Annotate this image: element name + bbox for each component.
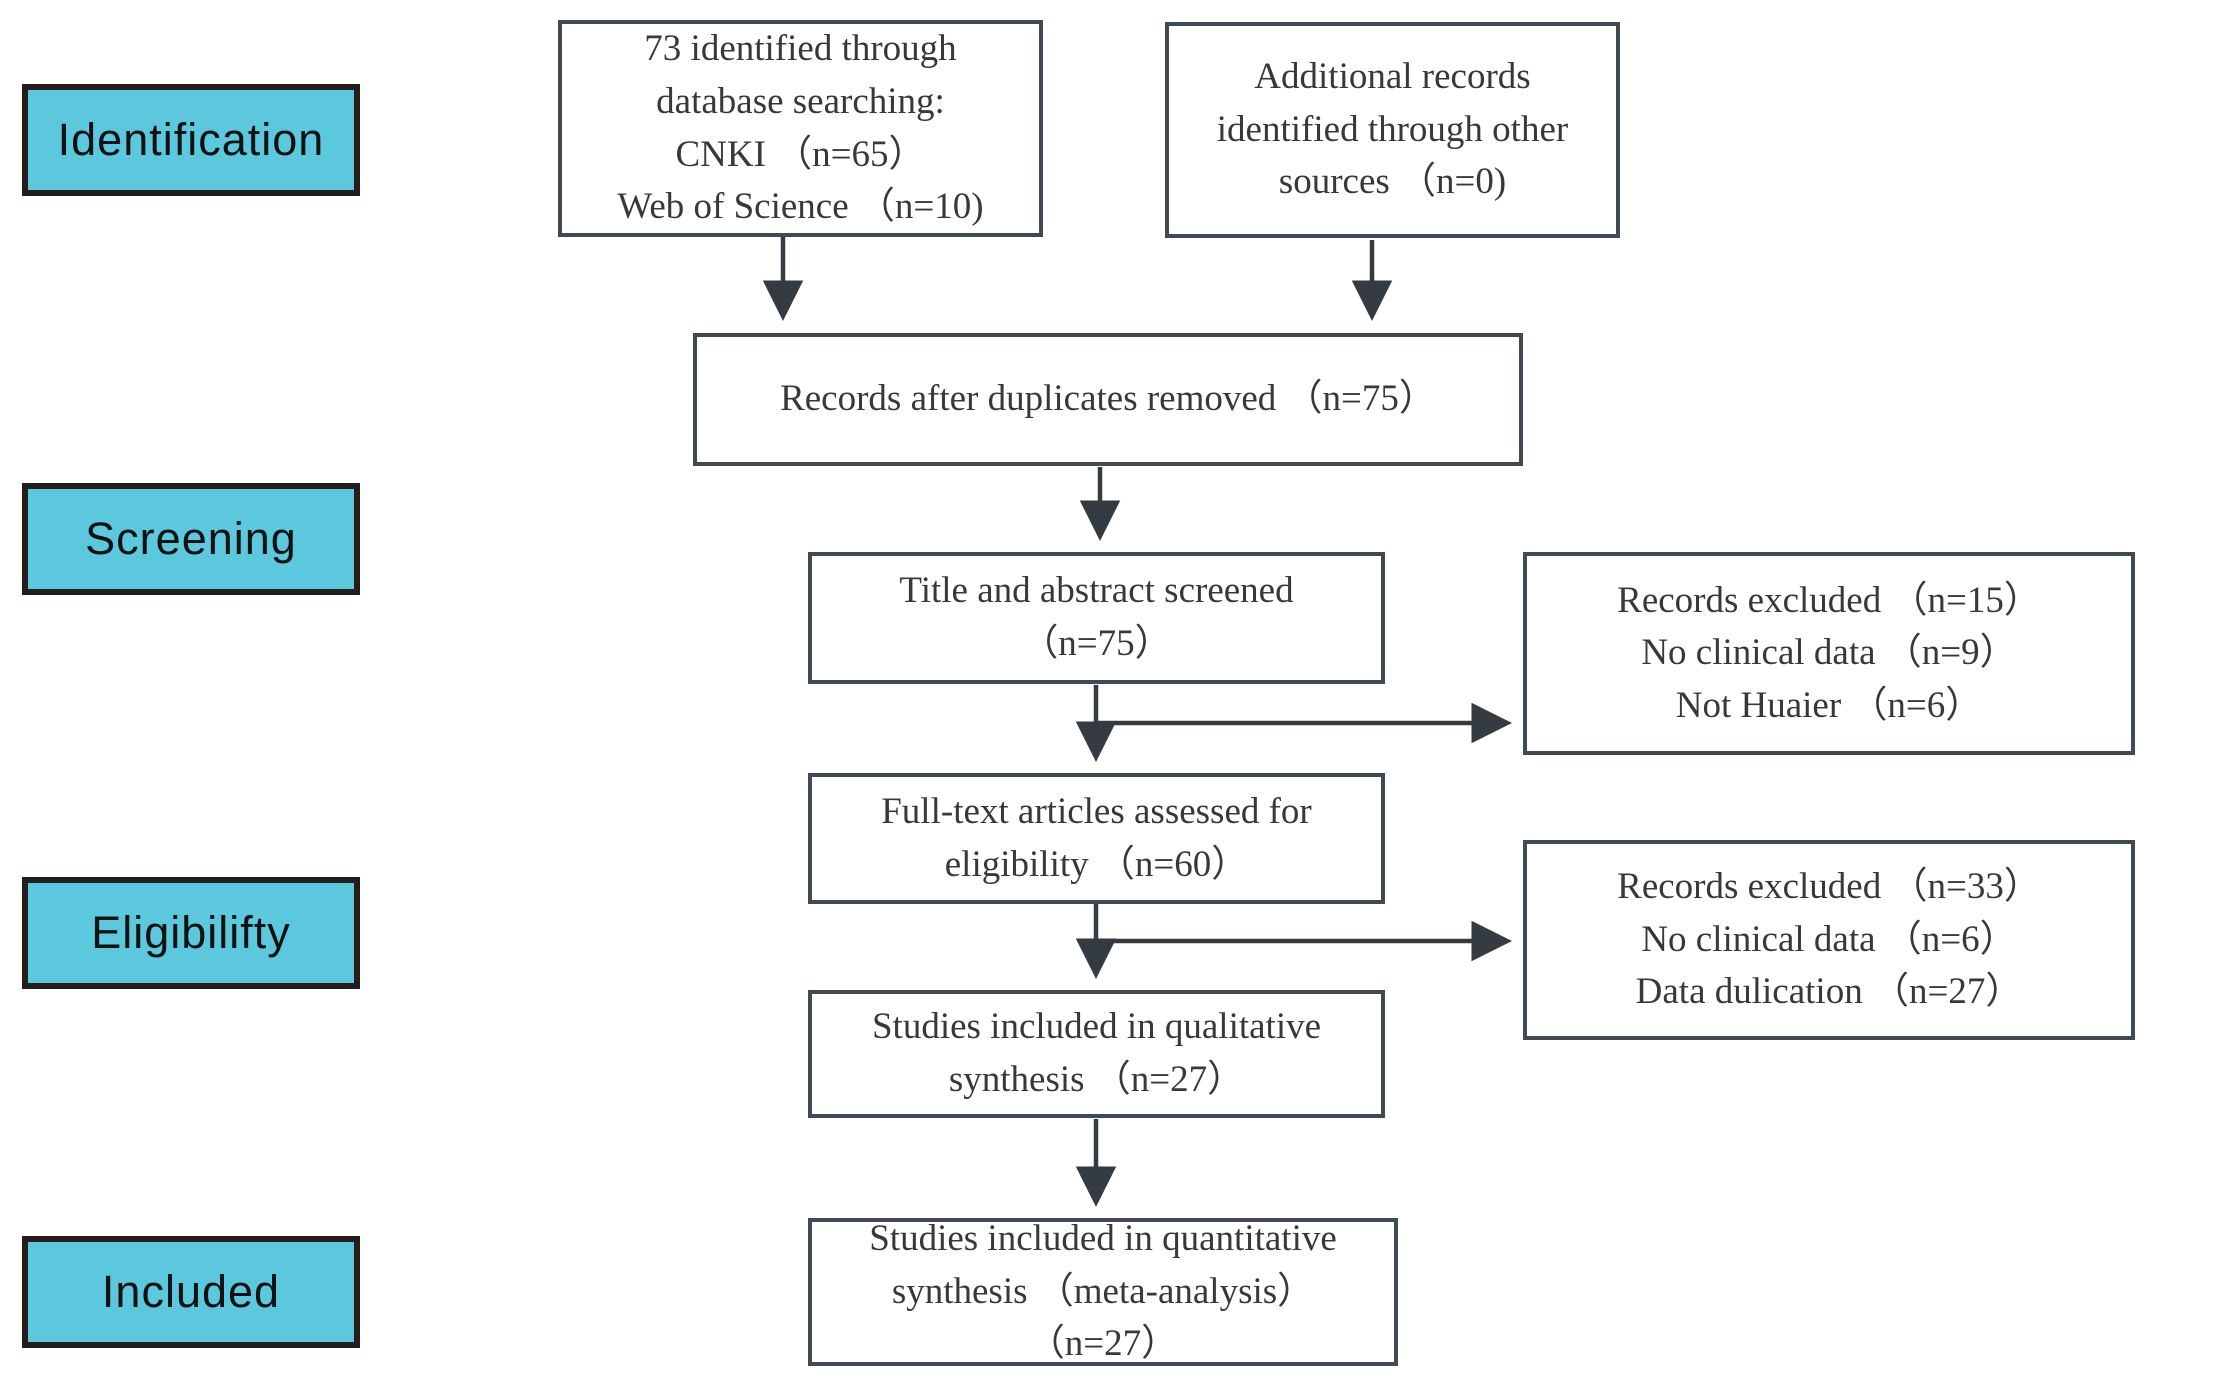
box-additional-records-line: Additional records	[1254, 56, 1531, 98]
box-records-identified: 73 identified through database searching…	[558, 20, 1043, 237]
box-records-excluded-screening-line: Not Huaier （n=6）	[1675, 684, 1983, 726]
box-records-excluded-eligibility-line: No clinical data （n=6）	[1641, 918, 2017, 960]
box-records-excluded-screening-line: No clinical data （n=9）	[1641, 632, 2017, 674]
box-records-identified-line: 73 identified through	[644, 28, 957, 70]
box-qualitative-synthesis-line: Studies included in qualitative	[871, 1006, 1322, 1048]
box-records-excluded-eligibility-line: Data dulication （n=27）	[1635, 971, 2023, 1013]
box-quantitative-synthesis-line: synthesis （meta-analysis）	[891, 1270, 1315, 1312]
box-records-identified-line: CNKI （n=65）	[675, 133, 926, 175]
box-title-abstract-screened-line: Title and abstract screened	[899, 570, 1294, 612]
box-qualitative-synthesis: Studies included in qualitative synthesi…	[808, 990, 1385, 1118]
box-records-identified-line: Web of Science （n=10)	[617, 186, 984, 228]
box-fulltext-assessed-line: Full-text articles assessed for	[881, 790, 1312, 832]
box-records-identified-line: database searching:	[656, 80, 945, 122]
box-quantitative-synthesis-line: （n=27）	[1027, 1323, 1179, 1365]
box-additional-records-line: identified through other	[1216, 108, 1569, 150]
box-title-abstract-screened-line: （n=75）	[1021, 623, 1172, 664]
stage-screening: Screening	[22, 483, 360, 595]
box-fulltext-assessed-line: eligibility （n=60）	[944, 843, 1249, 885]
box-records-excluded-screening-line: Records excluded （n=15）	[1617, 579, 2041, 621]
box-title-abstract-screened: Title and abstract screened （n=75）	[808, 552, 1385, 684]
stage-identification: Identification	[22, 84, 360, 196]
stage-eligibility: Eligibilifty	[22, 877, 360, 989]
box-records-excluded-screening: Records excluded （n=15） No clinical data…	[1523, 552, 2135, 755]
box-qualitative-synthesis-line: synthesis （n=27）	[948, 1059, 1245, 1100]
stage-identification-label: Identification	[57, 114, 325, 165]
stage-screening-label: Screening	[85, 513, 297, 564]
box-fulltext-assessed: Full-text articles assessed for eligibil…	[808, 773, 1385, 904]
box-records-excluded-eligibility: Records excluded （n=33） No clinical data…	[1523, 840, 2135, 1040]
box-quantitative-synthesis: Studies included in quantitative synthes…	[808, 1218, 1398, 1366]
stage-included-label: Included	[101, 1266, 281, 1317]
box-additional-records-line: sources （n=0)	[1278, 161, 1507, 203]
stage-eligibility-label: Eligibilifty	[91, 907, 291, 958]
box-duplicates-removed: Records after duplicates removed （n=75）	[693, 333, 1523, 466]
stage-included: Included	[22, 1236, 360, 1348]
box-additional-records: Additional records identified through ot…	[1165, 22, 1620, 238]
box-records-excluded-eligibility-line: Records excluded （n=33）	[1617, 866, 2041, 908]
box-quantitative-synthesis-line: Studies included in quantitative	[869, 1218, 1337, 1260]
box-duplicates-removed-line: Records after duplicates removed （n=75）	[780, 378, 1436, 420]
